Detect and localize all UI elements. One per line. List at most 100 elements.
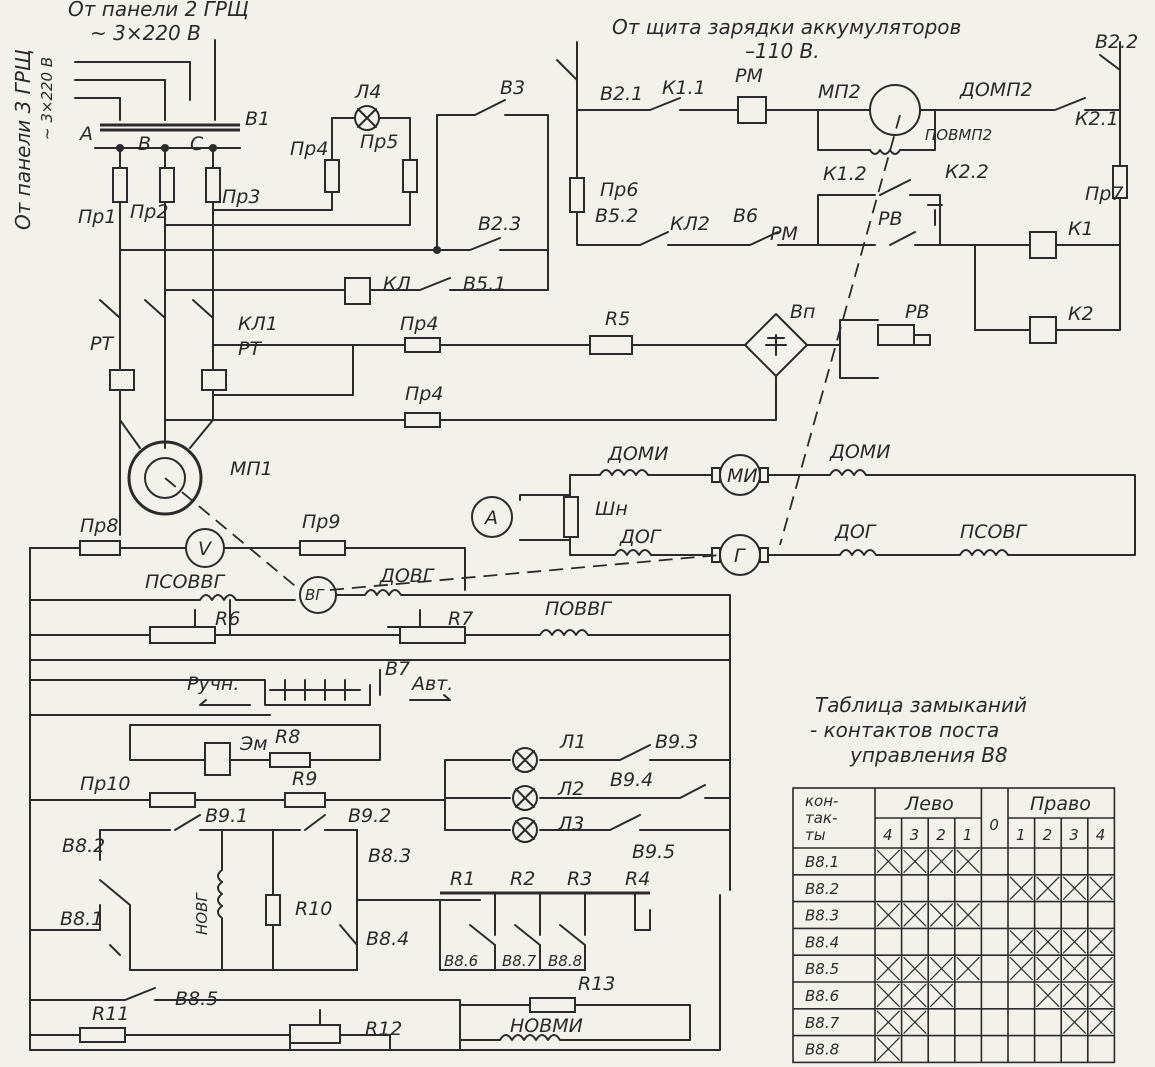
table-closure-mark <box>1062 929 1087 954</box>
contact-closure-table: Таблица замыканий - контактов поста упра… <box>792 693 1116 1064</box>
table-closure-mark <box>1062 983 1087 1008</box>
dc-110v-section: В2.1 К1.1 РМ МП2 ДОМП2 В2.2 ПОВМП2 К2.1 … <box>556 31 1138 344</box>
svg-text:МП1: МП1 <box>230 458 273 480</box>
table-closure-mark <box>1009 956 1034 981</box>
relay-rv-coil <box>877 324 915 346</box>
table-col-contacts: так- <box>805 809 837 827</box>
thermal-relay-rt1 <box>109 369 135 391</box>
svg-text:Вп: Вп <box>790 301 815 323</box>
rheostat-r12 <box>289 1024 341 1044</box>
table-closure-mark <box>1089 929 1113 954</box>
table-right-header: Право <box>1030 793 1091 815</box>
svg-text:НОВГ: НОВГ <box>193 892 211 935</box>
rheostat-r6 <box>149 626 216 644</box>
svg-text:Л3: Л3 <box>557 813 584 835</box>
svg-text:V: V <box>198 538 213 560</box>
svg-text:К2.2: К2.2 <box>945 161 989 183</box>
svg-text:В8.3: В8.3 <box>368 845 411 867</box>
indicator-lamps: Пр10 R9 Л1 В9.3 Л2 В9.4 Л3 В9.5 <box>29 659 731 863</box>
motor-mp1-section: КЛ1 РТ РТ Пр4 R5 Вп РВ Пр4 МП1 <box>90 299 931 516</box>
table-row-name: В8.7 <box>805 1014 840 1032</box>
svg-text:R5: R5 <box>605 308 630 330</box>
svg-text:ПОВВГ: ПОВВГ <box>545 598 612 620</box>
table-row-name: В8.6 <box>805 987 839 1005</box>
lamp-l4-icon <box>354 105 380 131</box>
lamp-l2-icon <box>512 785 538 811</box>
svg-text:ДОВГ: ДОВГ <box>379 565 435 587</box>
svg-text:В8.1: В8.1 <box>60 908 103 930</box>
svg-text:Л2: Л2 <box>557 778 584 800</box>
magnet-em <box>204 742 231 776</box>
svg-text:В8.6: В8.6 <box>444 952 478 970</box>
resistor-r9 <box>284 792 326 808</box>
svg-text:В8.2: В8.2 <box>62 835 105 857</box>
resistor-r13 <box>529 997 576 1013</box>
svg-text:А: А <box>78 123 93 145</box>
svg-text:R4: R4 <box>625 868 650 890</box>
table-row-name: В8.2 <box>805 880 839 898</box>
table-closure-mark <box>1036 929 1060 954</box>
table-right-col: 2 <box>1043 826 1053 844</box>
generator-motor-group: ДОМИ МИ ДОМИ А Шн ДОГ Г ДОГ ПСОВГ <box>471 441 1136 576</box>
svg-text:Авт.: Авт. <box>410 673 453 695</box>
table-closure-mark <box>929 983 954 1008</box>
table-title-2: - контактов поста <box>810 718 999 742</box>
fuse-pr7 <box>1112 165 1128 199</box>
svg-text:В2.3: В2.3 <box>478 213 521 235</box>
svg-text:R2: R2 <box>510 868 535 890</box>
svg-text:В5.1: В5.1 <box>463 273 506 295</box>
svg-text:В3: В3 <box>500 77 525 99</box>
table-closure-mark <box>876 956 901 981</box>
svg-text:ПСОВГ: ПСОВГ <box>960 521 1028 543</box>
motor-mp1-icon <box>127 440 203 516</box>
svg-text:Пр4: Пр4 <box>405 383 443 405</box>
svg-text:РТ: РТ <box>238 338 262 360</box>
svg-text:КЛ1: КЛ1 <box>238 313 278 335</box>
table-closure-mark <box>903 956 927 981</box>
header-voltage3: ~ 3×220 В <box>38 57 56 140</box>
header-panel3: От панели 3 ГРЩ <box>11 49 35 230</box>
table-col-contacts: кон- <box>805 792 838 810</box>
svg-text:МП2: МП2 <box>818 81 861 103</box>
table-closure-mark <box>956 849 980 874</box>
svg-text:Л1: Л1 <box>559 731 586 753</box>
svg-text:А: А <box>483 507 498 529</box>
svg-text:В: В <box>138 133 151 155</box>
table-closure-mark <box>1089 1010 1113 1035</box>
svg-text:КЛ2: КЛ2 <box>670 213 710 235</box>
svg-text:РТ: РТ <box>90 333 114 355</box>
svg-text:R8: R8 <box>275 726 300 748</box>
svg-text:Эм: Эм <box>239 733 268 755</box>
table-closure-mark <box>903 983 927 1008</box>
resistor-r8 <box>269 752 311 768</box>
table-row-name: В8.5 <box>805 960 839 978</box>
fuse-pr6 <box>569 177 585 213</box>
table-right-col: 3 <box>1069 826 1079 844</box>
svg-text:МИ: МИ <box>727 465 758 487</box>
header-charge-voltage: –110 В. <box>745 39 820 63</box>
svg-text:R10: R10 <box>295 898 332 920</box>
svg-text:R11: R11 <box>92 1003 129 1025</box>
table-closure-mark <box>929 956 954 981</box>
svg-text:Пр6: Пр6 <box>600 179 638 201</box>
table-left-col: 1 <box>963 826 973 844</box>
table-row-name: В8.3 <box>805 907 839 925</box>
svg-text:Л4: Л4 <box>354 81 381 103</box>
svg-text:В9.3: В9.3 <box>655 731 698 753</box>
table-right-col: 4 <box>1096 826 1106 844</box>
table-row-name: В8.4 <box>805 933 839 951</box>
svg-text:R3: R3 <box>567 868 592 890</box>
svg-text:Пр10: Пр10 <box>80 773 131 795</box>
svg-text:В9.5: В9.5 <box>632 841 675 863</box>
svg-text:Ручн.: Ручн. <box>187 673 239 695</box>
relay-kl-coil <box>344 277 371 305</box>
svg-text:ПСОВВГ: ПСОВВГ <box>145 571 226 593</box>
svg-text:ДОМИ: ДОМИ <box>829 441 890 463</box>
thermal-relay-rt2 <box>201 369 227 391</box>
resistor-r5 <box>589 335 633 355</box>
svg-text:R12: R12 <box>365 1018 402 1040</box>
table-closure-mark <box>956 903 980 927</box>
resistor-r11 <box>79 1027 126 1043</box>
svg-text:Пр1: Пр1 <box>78 206 116 228</box>
